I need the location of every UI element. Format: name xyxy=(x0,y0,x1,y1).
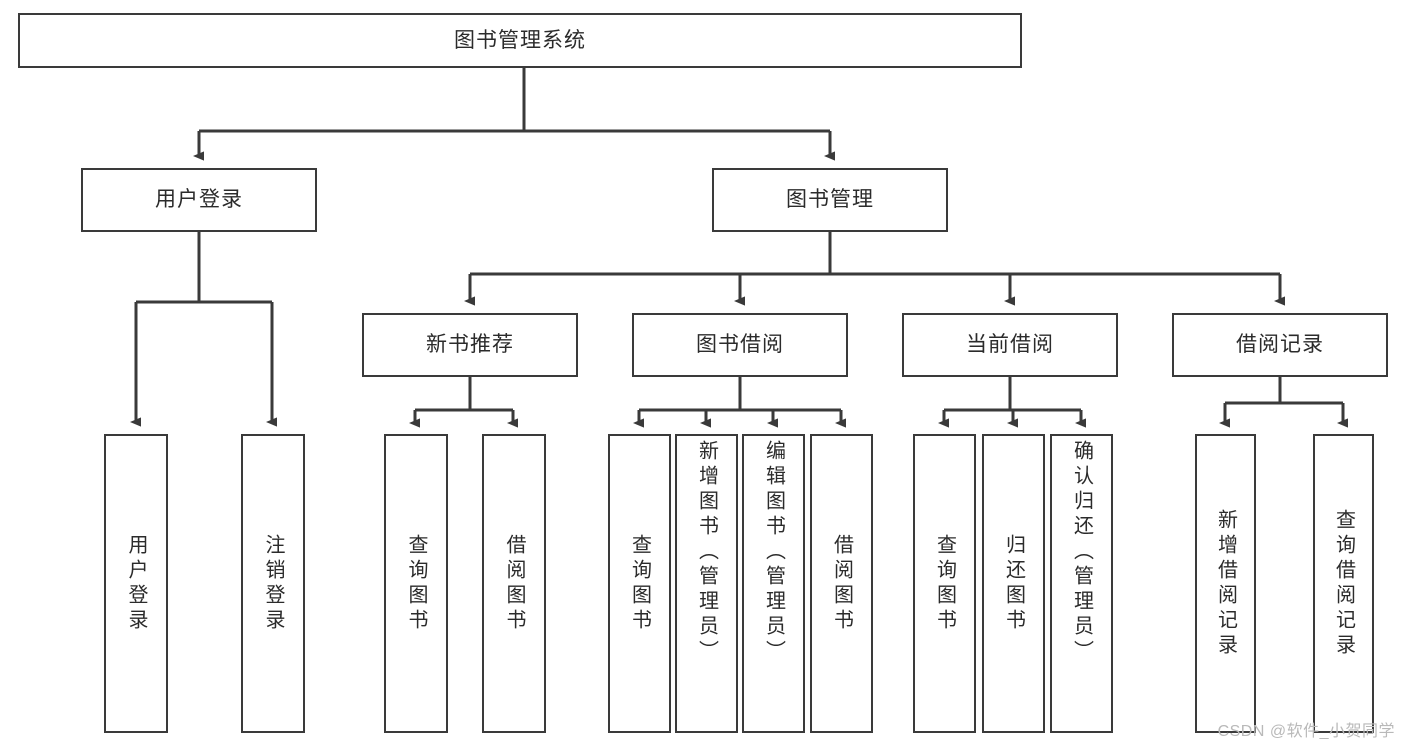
leaf-query-book-1[interactable]: 查询图书 xyxy=(384,434,448,733)
leaf-confirm-return[interactable]: 确认归还（管理员） xyxy=(1050,434,1113,733)
leaf-return-book-label: 归还图书 xyxy=(1002,533,1025,634)
node-book-borrow[interactable]: 图书借阅 xyxy=(632,313,848,377)
node-book-management-label: 图书管理 xyxy=(786,188,874,212)
leaf-add-book[interactable]: 新增图书（管理员） xyxy=(675,434,738,733)
leaf-add-record[interactable]: 新增借阅记录 xyxy=(1195,434,1256,733)
node-root-label: 图书管理系统 xyxy=(454,28,586,52)
csdn-watermark: CSDN @软件_小贺同学 xyxy=(1217,723,1395,740)
leaf-borrow-book-1[interactable]: 借阅图书 xyxy=(482,434,546,733)
node-current-borrow[interactable]: 当前借阅 xyxy=(902,313,1118,377)
leaf-query-book-3[interactable]: 查询图书 xyxy=(913,434,976,733)
leaf-query-book-2-label: 查询图书 xyxy=(628,533,651,634)
leaf-add-book-label: 新增图书（管理员） xyxy=(695,440,718,665)
node-borrow-record-label: 借阅记录 xyxy=(1236,333,1324,357)
leaf-query-record-label: 查询借阅记录 xyxy=(1332,508,1355,659)
leaf-borrow-book-1-label: 借阅图书 xyxy=(503,533,525,634)
node-new-book-recommend[interactable]: 新书推荐 xyxy=(362,313,578,377)
node-current-borrow-label: 当前借阅 xyxy=(966,333,1054,357)
node-new-book-recommend-label: 新书推荐 xyxy=(426,333,514,357)
leaf-user-login[interactable]: 用户登录 xyxy=(104,434,168,733)
leaf-query-book-3-label: 查询图书 xyxy=(933,533,956,634)
leaf-return-book[interactable]: 归还图书 xyxy=(982,434,1045,733)
leaf-query-book-2[interactable]: 查询图书 xyxy=(608,434,671,733)
leaf-edit-book-label: 编辑图书（管理员） xyxy=(762,440,785,665)
leaf-borrow-book-2[interactable]: 借阅图书 xyxy=(810,434,873,733)
leaf-edit-book[interactable]: 编辑图书（管理员） xyxy=(742,434,805,733)
node-user-login-label: 用户登录 xyxy=(155,188,243,212)
leaf-query-book-1-label: 查询图书 xyxy=(405,533,427,634)
leaf-confirm-return-label: 确认归还（管理员） xyxy=(1070,440,1093,665)
node-book-borrow-label: 图书借阅 xyxy=(696,333,784,357)
node-borrow-record[interactable]: 借阅记录 xyxy=(1172,313,1388,377)
leaf-borrow-book-2-label: 借阅图书 xyxy=(830,533,853,634)
leaf-logout-login-label: 注销登录 xyxy=(262,533,284,634)
leaf-query-record[interactable]: 查询借阅记录 xyxy=(1313,434,1374,733)
leaf-logout-login[interactable]: 注销登录 xyxy=(241,434,305,733)
node-user-login[interactable]: 用户登录 xyxy=(81,168,317,232)
leaf-add-record-label: 新增借阅记录 xyxy=(1214,508,1237,659)
node-root[interactable]: 图书管理系统 xyxy=(18,13,1022,68)
node-book-management[interactable]: 图书管理 xyxy=(712,168,948,232)
leaf-user-login-label: 用户登录 xyxy=(125,533,147,634)
